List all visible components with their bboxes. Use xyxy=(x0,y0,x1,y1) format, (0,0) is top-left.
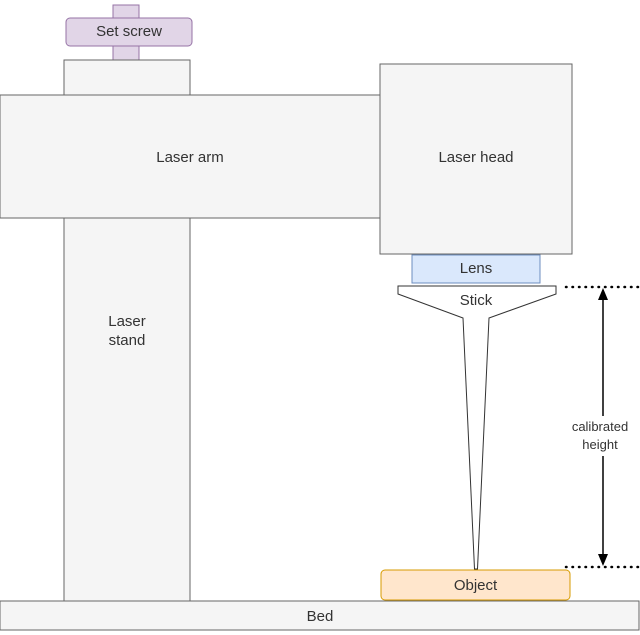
set-screw-knob xyxy=(65,17,193,47)
stick-label: Stick xyxy=(459,292,493,309)
object-label: Object xyxy=(453,577,498,594)
lens-label: Lens xyxy=(459,260,493,277)
bed-label: Bed xyxy=(306,608,334,625)
bed-shape xyxy=(0,600,640,631)
laser-stand-label: Laser stand xyxy=(108,313,146,349)
laser-arm-label: Laser arm xyxy=(156,149,224,166)
stick-shape xyxy=(397,285,557,570)
laser-head-label: Laser head xyxy=(438,149,514,166)
height-arrow-head-bottom xyxy=(598,554,608,566)
lens-shape xyxy=(411,254,541,284)
object-shape xyxy=(380,569,571,601)
laser-stand-shape xyxy=(63,216,191,602)
set-screw-label: Set screw xyxy=(96,23,162,40)
stand-top-shape xyxy=(63,59,191,97)
laser-arm-shape xyxy=(0,94,381,219)
laser-head-shape xyxy=(379,63,573,255)
calibrated-height-label: calibrated height xyxy=(563,416,637,456)
height-arrow-head-top xyxy=(598,288,608,300)
